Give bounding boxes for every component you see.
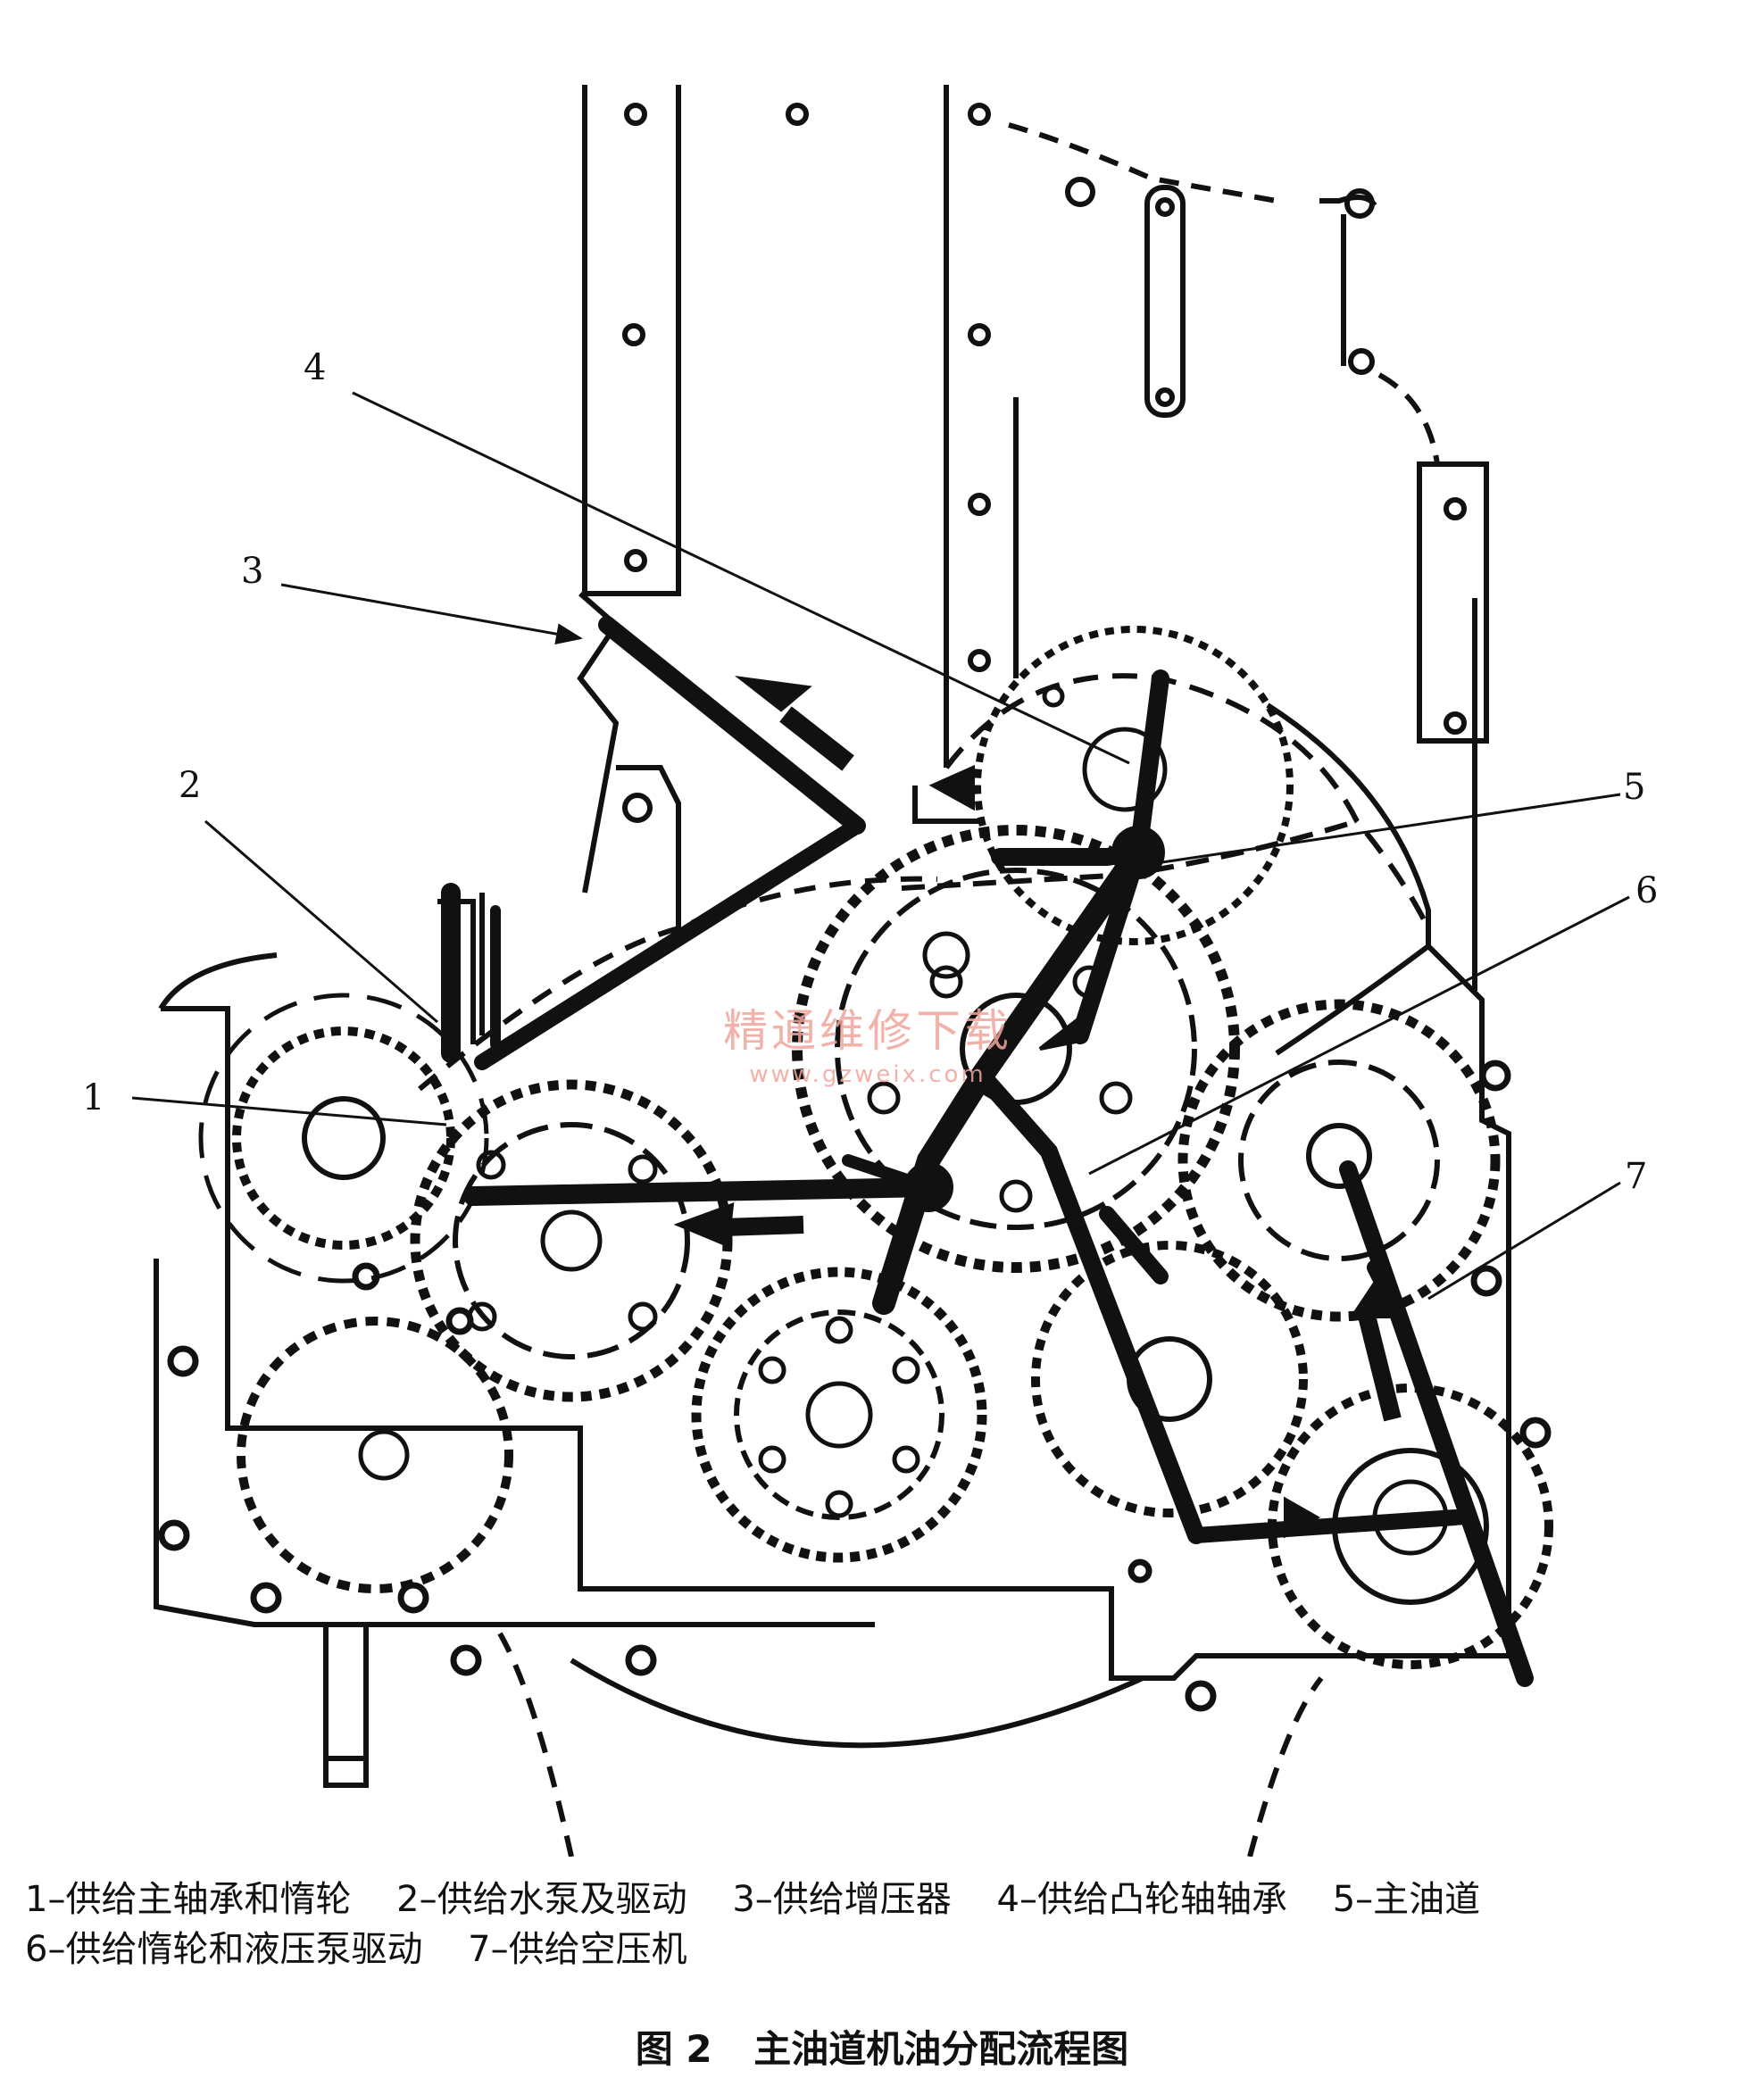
leader-2 <box>204 819 438 1024</box>
callout-number-5: 5 <box>1623 767 1646 808</box>
legend-item-2: 2–供给水泵及驱动 <box>396 1879 687 1920</box>
gear-housing <box>154 591 1511 1857</box>
engine-oil-diagram: 1 2 3 4 5 6 7 精通维修下载 www.gzweix.com <box>82 85 1659 1857</box>
callout-number-7: 7 <box>1625 1156 1648 1197</box>
legend-row-2: 6–供给惰轮和液压泵驱动 7–供给空压机 <box>25 1924 1748 1974</box>
callout-leader-lines <box>131 391 1630 1301</box>
watermark-title: 精通维修下载 <box>723 1005 1012 1057</box>
figure-title: 主油道机油分配流程图 <box>753 2027 1129 2071</box>
leader-5 <box>1137 793 1621 868</box>
oil-flow-paths <box>441 616 1534 1687</box>
housing-bolts <box>158 1060 1552 1712</box>
callout-number-2: 2 <box>179 765 202 806</box>
diagram-drawing <box>131 85 1630 1857</box>
legend-item-6: 6–供给惰轮和液压泵驱动 <box>25 1929 423 1970</box>
leader-6 <box>1088 895 1630 1176</box>
watermark: 精通维修下载 www.gzweix.com <box>723 995 1012 1088</box>
callout-number-4: 4 <box>304 347 327 388</box>
legend-item-4: 4–供给凸轮轴轴承 <box>996 1879 1287 1920</box>
legend-item-5: 5–主油道 <box>1332 1879 1481 1920</box>
legend: 1–供给主轴承和惰轮 2–供给水泵及驱动 3–供给增压器 4–供给凸轮轴轴承 5… <box>25 1874 1748 1974</box>
legend-item-7: 7–供给空压机 <box>468 1929 687 1970</box>
legend-item-3: 3–供给增压器 <box>732 1879 952 1920</box>
watermark-url: www.gzweix.com <box>749 1061 986 1088</box>
leader-3 <box>280 583 583 645</box>
figure-number: 图 2 <box>635 2027 712 2071</box>
legend-item-1: 1–供给主轴承和惰轮 <box>25 1879 352 1920</box>
callout-number-6: 6 <box>1635 870 1659 911</box>
leader-1 <box>131 1096 447 1126</box>
legend-row-1: 1–供给主轴承和惰轮 2–供给水泵及驱动 3–供给增压器 4–供给凸轮轴轴承 5… <box>25 1874 1748 1924</box>
figure-caption: 图 2 主油道机油分配流程图 <box>0 2019 1764 2074</box>
leader-7 <box>1427 1181 1621 1301</box>
upper-bracket-plates <box>582 85 1489 991</box>
leader-4 <box>352 391 1130 765</box>
callout-number-3: 3 <box>241 551 264 592</box>
gears <box>198 626 1553 1669</box>
callout-number-1: 1 <box>82 1077 105 1118</box>
